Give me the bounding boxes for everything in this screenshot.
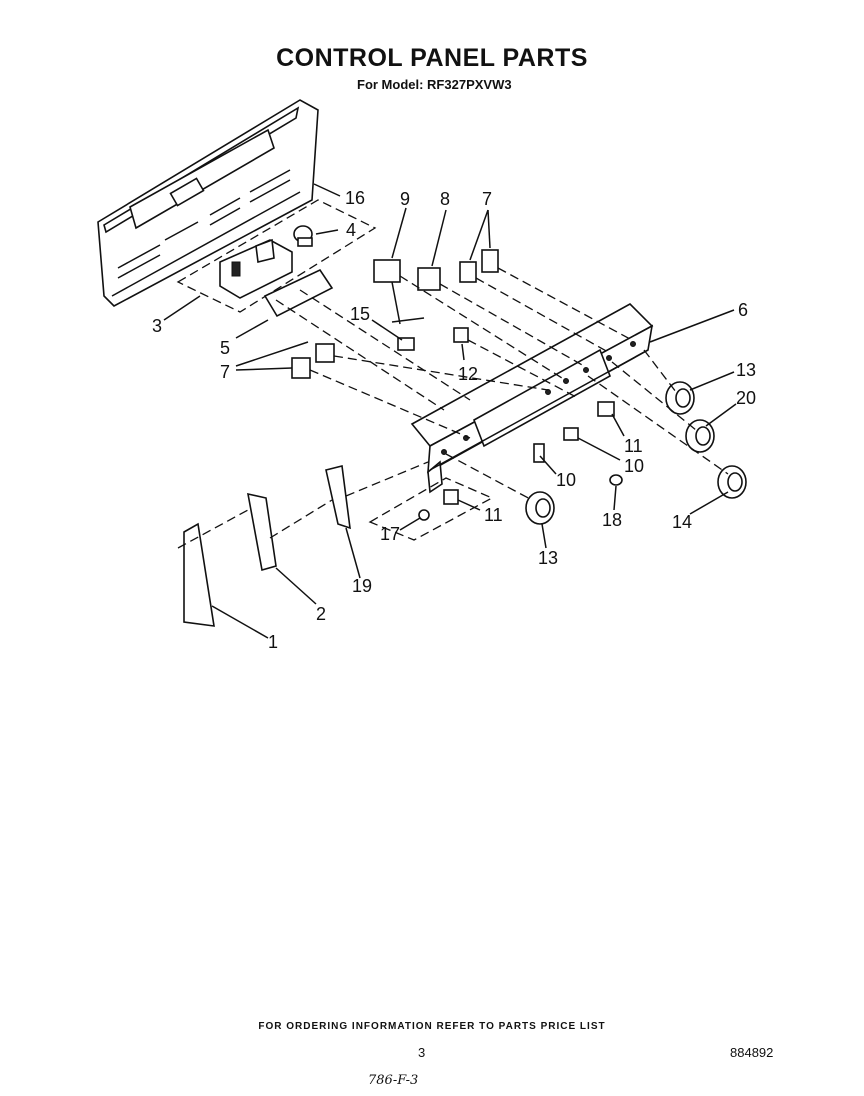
callout-8: 8 [440,189,450,209]
callout-13-upper: 13 [736,360,756,380]
callout-16: 16 [345,188,365,208]
callout-19: 19 [352,576,372,596]
callout-10-left: 10 [556,470,576,490]
callout-18: 18 [602,510,622,530]
clip-10-right [563,427,579,441]
callout-7-upper: 7 [482,189,492,209]
small-switch-12 [453,327,469,343]
callout-7-lower: 7 [220,362,230,382]
callout-15: 15 [350,304,370,324]
knob-13-lower [525,491,555,525]
bracket-19 [325,465,351,530]
model-subtitle: For Model: RF327PXVW3 [357,77,512,92]
knob-13-upper [665,381,695,415]
page-title: CONTROL PANEL PARTS [276,44,588,72]
callout-12: 12 [458,364,478,384]
clip-11-lower [443,489,459,505]
callout-11-lower: 11 [484,505,503,525]
leader-lines [163,183,737,639]
callout-14: 14 [672,512,692,532]
handwritten-note: 786-F-3 [368,1073,419,1088]
callout-5: 5 [220,338,230,358]
callout-6: 6 [738,300,748,320]
callout-4: 4 [346,220,356,240]
clip-10-left [533,443,545,463]
clip-kit-outline [368,477,494,541]
page-number: 3 [418,1045,426,1060]
callout-17: 17 [380,524,400,544]
switch-7-lower [291,343,335,379]
alignment-lines [177,267,729,549]
callout-13-lower: 13 [538,548,558,568]
knob-14 [717,465,747,499]
lamp-socket [293,225,313,247]
callout-2: 2 [316,604,326,624]
bracket-2 [246,492,277,572]
control-panel-body [410,303,654,494]
end-cap-1 [183,522,215,627]
callout-11-right: 11 [624,436,643,456]
switch-9 [373,259,401,325]
callout-3: 3 [152,316,162,336]
clock-assembly [219,238,293,299]
wire-link [391,317,425,351]
subassembly-outline [176,199,377,313]
washer-17 [418,509,430,521]
pin-18 [609,474,623,486]
switch-8 [417,267,441,291]
clip-11-right [597,401,615,417]
callout-10-right: 10 [624,456,644,476]
callout-20: 20 [736,388,756,408]
ordering-info: FOR ORDERING INFORMATION REFER TO PARTS … [258,1021,606,1032]
callout-1: 1 [268,632,278,652]
document-code: 884892 [730,1045,774,1060]
callout-labels: 1 2 3 4 5 6 7 7 8 9 10 10 11 11 12 13 13… [152,188,756,652]
switch-7-upper-left [459,249,499,283]
callout-9: 9 [400,189,410,209]
backguard-panel [97,99,319,307]
